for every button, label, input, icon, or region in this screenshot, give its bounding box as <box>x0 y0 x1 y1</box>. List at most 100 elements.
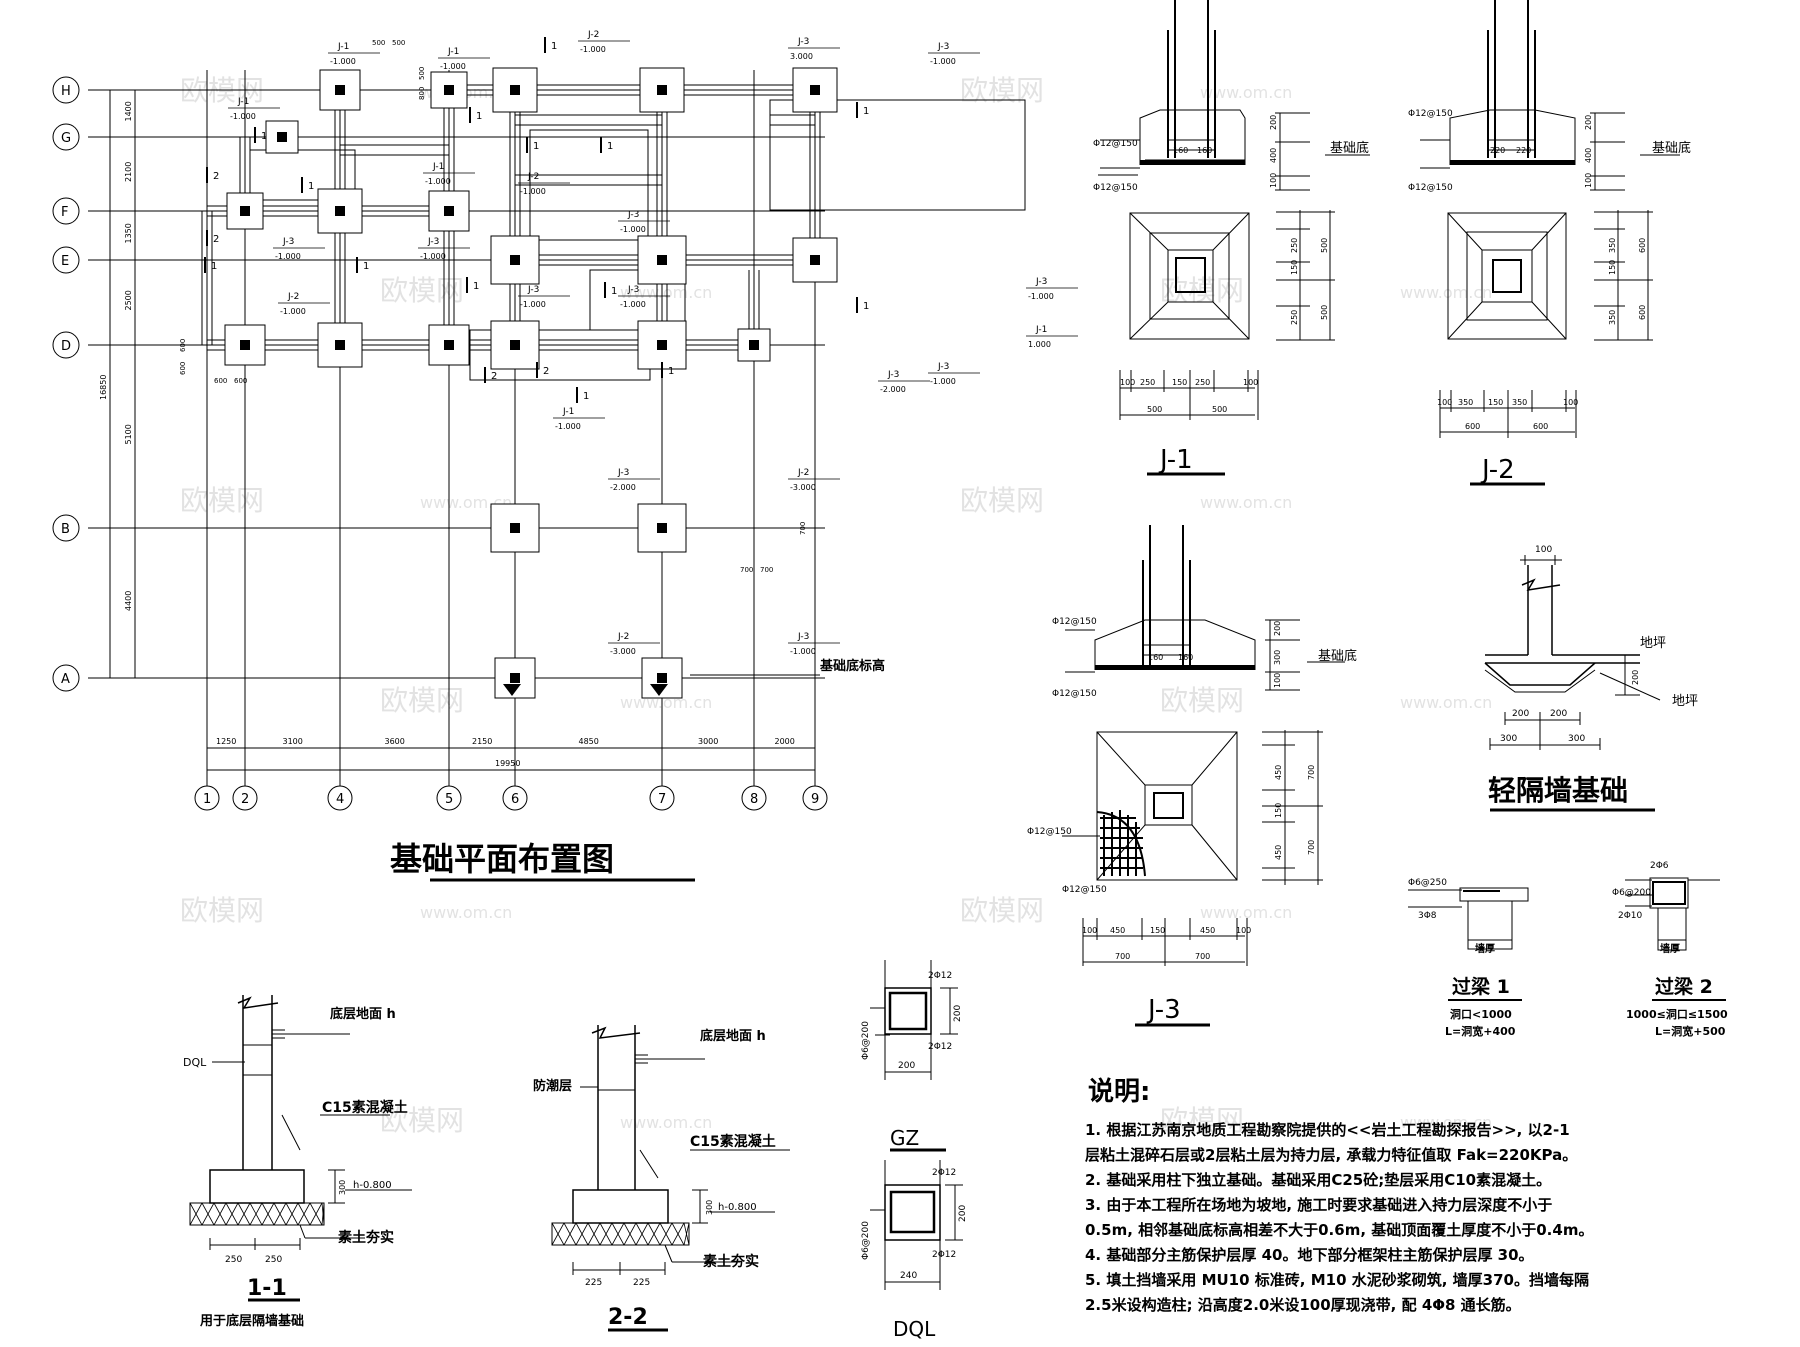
footing-tag: J-1 <box>432 162 444 172</box>
hatch-line <box>297 1202 311 1226</box>
footing-tag: J-3 <box>282 237 294 247</box>
lintel1-note1: 洞口<1000 <box>1450 1007 1512 1021</box>
dim-text-bottom: 1250 <box>216 737 236 746</box>
gz-top-rebar: 2Φ12 <box>928 971 952 981</box>
footing-tag: J-2 <box>587 30 599 40</box>
column <box>657 523 667 533</box>
grid-bubble-D <box>52 331 80 359</box>
section-mark-label: 1 <box>668 366 674 377</box>
j1-title: J-1 <box>1158 445 1193 475</box>
j1-base-label: 基础底 <box>1330 140 1369 156</box>
hatch-line <box>189 1202 203 1226</box>
notes-list: 1. 根据江苏南京地质工程勘察院提供的<<岩土工程勘探报告>>, 以2-1 层粘… <box>1085 1121 1593 1314</box>
dql-top-rebar: 2Φ12 <box>932 1168 956 1178</box>
note-line: 2. 基础采用柱下独立基础。基础采用C25砼;垫层采用C10素混凝土。 <box>1085 1171 1551 1189</box>
j2-col-dim-a: 220 <box>1490 146 1505 155</box>
grid-bubble-1 <box>194 785 220 811</box>
hatch-line <box>237 1202 251 1226</box>
plan-title: 基础平面布置图 <box>390 840 614 878</box>
j3-vdim-0: 200 <box>1273 621 1282 636</box>
lintel2-top-rebar: 2Φ6 <box>1650 861 1669 871</box>
j1-col-dim-b: 160 <box>1197 146 1212 155</box>
gz-title: GZ <box>890 1126 919 1150</box>
note-line: 2.5米设构造柱; 沿高度2.0米设100厚现浇带, 配 4Φ8 通长筋。 <box>1085 1296 1521 1314</box>
dim-text-bottom: 2150 <box>472 737 492 746</box>
hatch-line <box>321 1202 325 1226</box>
hatch-line <box>213 1202 227 1226</box>
watermark-url: www.om.cn <box>620 283 712 302</box>
j1-rebar-bot: Φ12@150 <box>1093 183 1138 193</box>
detail-lintel-1 <box>1408 887 1529 950</box>
footing <box>265 120 299 154</box>
sec22-dim-a: 225 <box>585 1278 602 1288</box>
hatch-line <box>563 1222 577 1246</box>
hatch-line <box>671 1222 685 1246</box>
section-mark-label: 1 <box>863 301 869 312</box>
grid-bubble-9 <box>802 785 828 811</box>
j1-vside-1: 250 <box>1290 238 1299 253</box>
column <box>510 255 520 265</box>
lintel2-stirrup: Φ6@200 <box>1612 888 1651 898</box>
footing-elev: -1.000 <box>425 177 451 186</box>
j2-vdim-1: 400 <box>1584 148 1593 163</box>
footing-dim: 700 <box>799 522 807 535</box>
sec11-dim-b: 250 <box>265 1255 282 1265</box>
footing-tag: J-1 <box>562 407 574 417</box>
footing-tag: J-3 <box>797 37 809 47</box>
footing <box>319 69 361 111</box>
elevation-marker <box>503 684 521 696</box>
footing-elev: 3.000 <box>790 52 813 61</box>
j2-dim-b1: 350 <box>1458 398 1473 407</box>
dim-text-bottom: 2000 <box>775 737 795 746</box>
j2-dim-b0: 100 <box>1437 398 1452 407</box>
dim-text-left: 1350 <box>124 223 133 243</box>
j1-vside-3: 250 <box>1290 310 1299 325</box>
footing-dim: 600 <box>179 362 187 375</box>
footing-tag: J-1 <box>447 47 459 57</box>
column <box>510 85 520 95</box>
j1-dim-b1: 250 <box>1140 378 1155 387</box>
j3-dim-b2: 150 <box>1150 926 1165 935</box>
section-mark-label: 1 <box>473 281 479 292</box>
footing-tag: J-2 <box>797 468 809 478</box>
column <box>657 673 667 683</box>
grid-label-A: A <box>61 672 70 687</box>
note-line: 3. 由于本工程所在场地为坡地, 施工时要求基础进入持力层深度不小于 <box>1085 1196 1552 1214</box>
section-2-2 <box>551 1025 790 1332</box>
hatch-line <box>599 1222 613 1246</box>
watermark-url: www.om.cn <box>420 493 512 512</box>
grid-label-8: 8 <box>750 792 758 807</box>
sec11-subtitle: 用于底层隔墙基础 <box>199 1313 304 1329</box>
column <box>510 673 520 683</box>
j2-rebar-bot: Φ12@150 <box>1408 183 1453 193</box>
j2-dim-b4: 100 <box>1563 398 1578 407</box>
grid-label-B: B <box>61 522 70 537</box>
column <box>277 132 287 142</box>
footing-tag: J-3 <box>527 285 539 295</box>
j2-dim-t1: 600 <box>1533 422 1548 431</box>
dim-text-left-total: 16850 <box>99 375 108 400</box>
footing-elev: -1.000 <box>620 300 646 309</box>
sec22-elev: h-0.800 <box>718 1202 757 1213</box>
lintel2-bot-rebar: 2Φ10 <box>1618 911 1643 921</box>
grid-label-G: G <box>61 131 71 146</box>
footing-tag: J-2 <box>287 292 299 302</box>
watermark-text: 欧模网 <box>380 1104 464 1137</box>
j3-vdim-2: 100 <box>1273 673 1282 688</box>
j3-dim-texts: 100 450 150 450 100 700 700 200 300 100 … <box>1082 621 1316 961</box>
partition-dim-b1: 200 <box>1550 709 1567 719</box>
gz-height: 200 <box>953 1005 963 1022</box>
dim-text-left: 5100 <box>124 424 133 444</box>
sec11-soil: 素土夯实 <box>338 1229 394 1246</box>
footing-dim: 700 <box>760 566 773 574</box>
column <box>240 206 250 216</box>
note-line: 4. 基础部分主筋保护层厚 40。地下部分框架柱主筋保护层厚 30。 <box>1085 1246 1534 1264</box>
watermark-text: 欧模网 <box>960 74 1044 107</box>
j3-dim-b4: 100 <box>1236 926 1251 935</box>
hatch-2-2 <box>551 1222 690 1246</box>
j3-dim-t0: 700 <box>1115 952 1130 961</box>
j2-vside-t1: 600 <box>1638 305 1647 320</box>
gz-width: 200 <box>898 1061 915 1071</box>
